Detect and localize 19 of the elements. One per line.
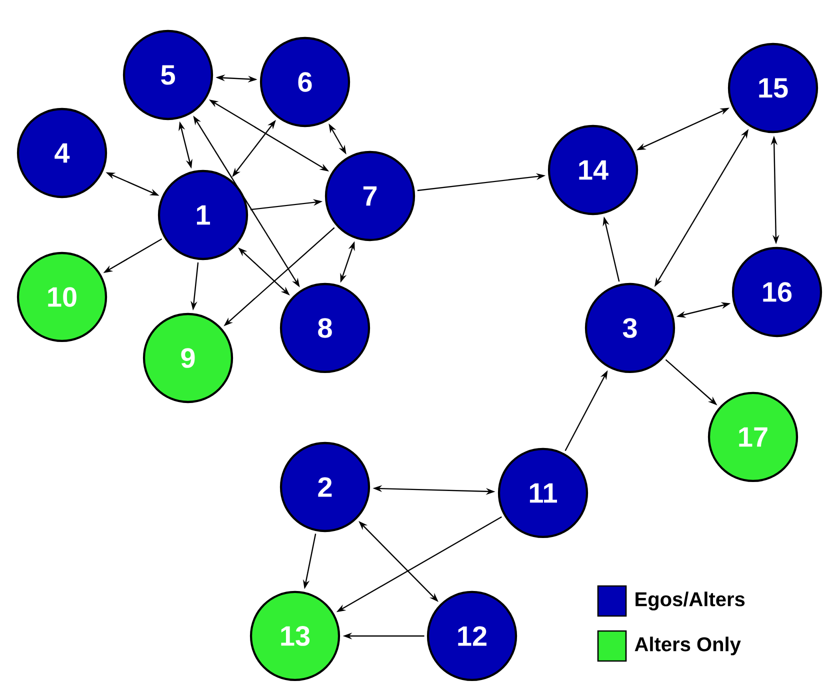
legend-label: Alters Only (634, 636, 741, 656)
network-node: 5 (122, 30, 214, 120)
network-node: 2 (280, 442, 370, 532)
network-node: 13 (250, 590, 340, 682)
network-node: 10 (16, 252, 108, 342)
network-node: 17 (708, 392, 798, 482)
network-node: 1 (158, 170, 248, 260)
network-node: 6 (260, 36, 350, 128)
network-node: 12 (426, 590, 518, 682)
network-node: 8 (280, 282, 370, 374)
network-node: 9 (142, 312, 234, 404)
network-node: 7 (324, 150, 416, 242)
network-node: 16 (732, 246, 822, 338)
network-node: 15 (728, 42, 818, 134)
network-node: 3 (584, 282, 676, 374)
legend-label: Egos/Alters (636, 592, 745, 610)
network-node: 11 (498, 448, 588, 538)
network-node: 14 (548, 124, 638, 216)
network-node: 4 (16, 108, 108, 198)
